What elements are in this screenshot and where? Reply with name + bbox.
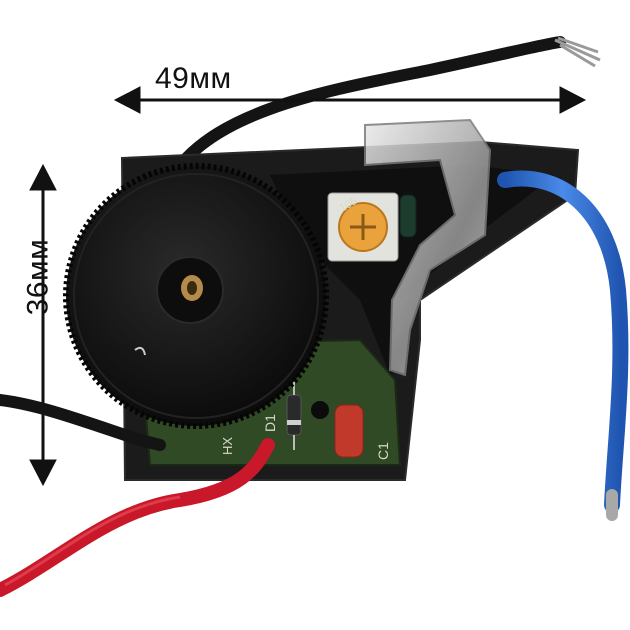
width-dimension-label: 49мм	[155, 62, 232, 95]
height-arrow	[29, 163, 57, 487]
pcb-hole	[311, 401, 329, 419]
blue-wire	[497, 170, 629, 513]
pcb-label-c1: C1	[375, 442, 391, 460]
height-dimension-label: 36мм	[21, 238, 55, 316]
black-wire-left	[0, 394, 166, 451]
pcb-label-hx: HX	[220, 437, 235, 455]
diode-d1	[286, 394, 302, 436]
small-resistor	[399, 194, 417, 238]
stripped-wire-end	[554, 36, 601, 68]
red-wire	[0, 438, 275, 597]
black-wire-top	[164, 36, 566, 186]
width-arrow	[113, 86, 587, 114]
capacitor-c1	[334, 404, 364, 458]
metal-terminal	[364, 118, 492, 377]
pcb-label-d1: D1	[262, 414, 278, 432]
